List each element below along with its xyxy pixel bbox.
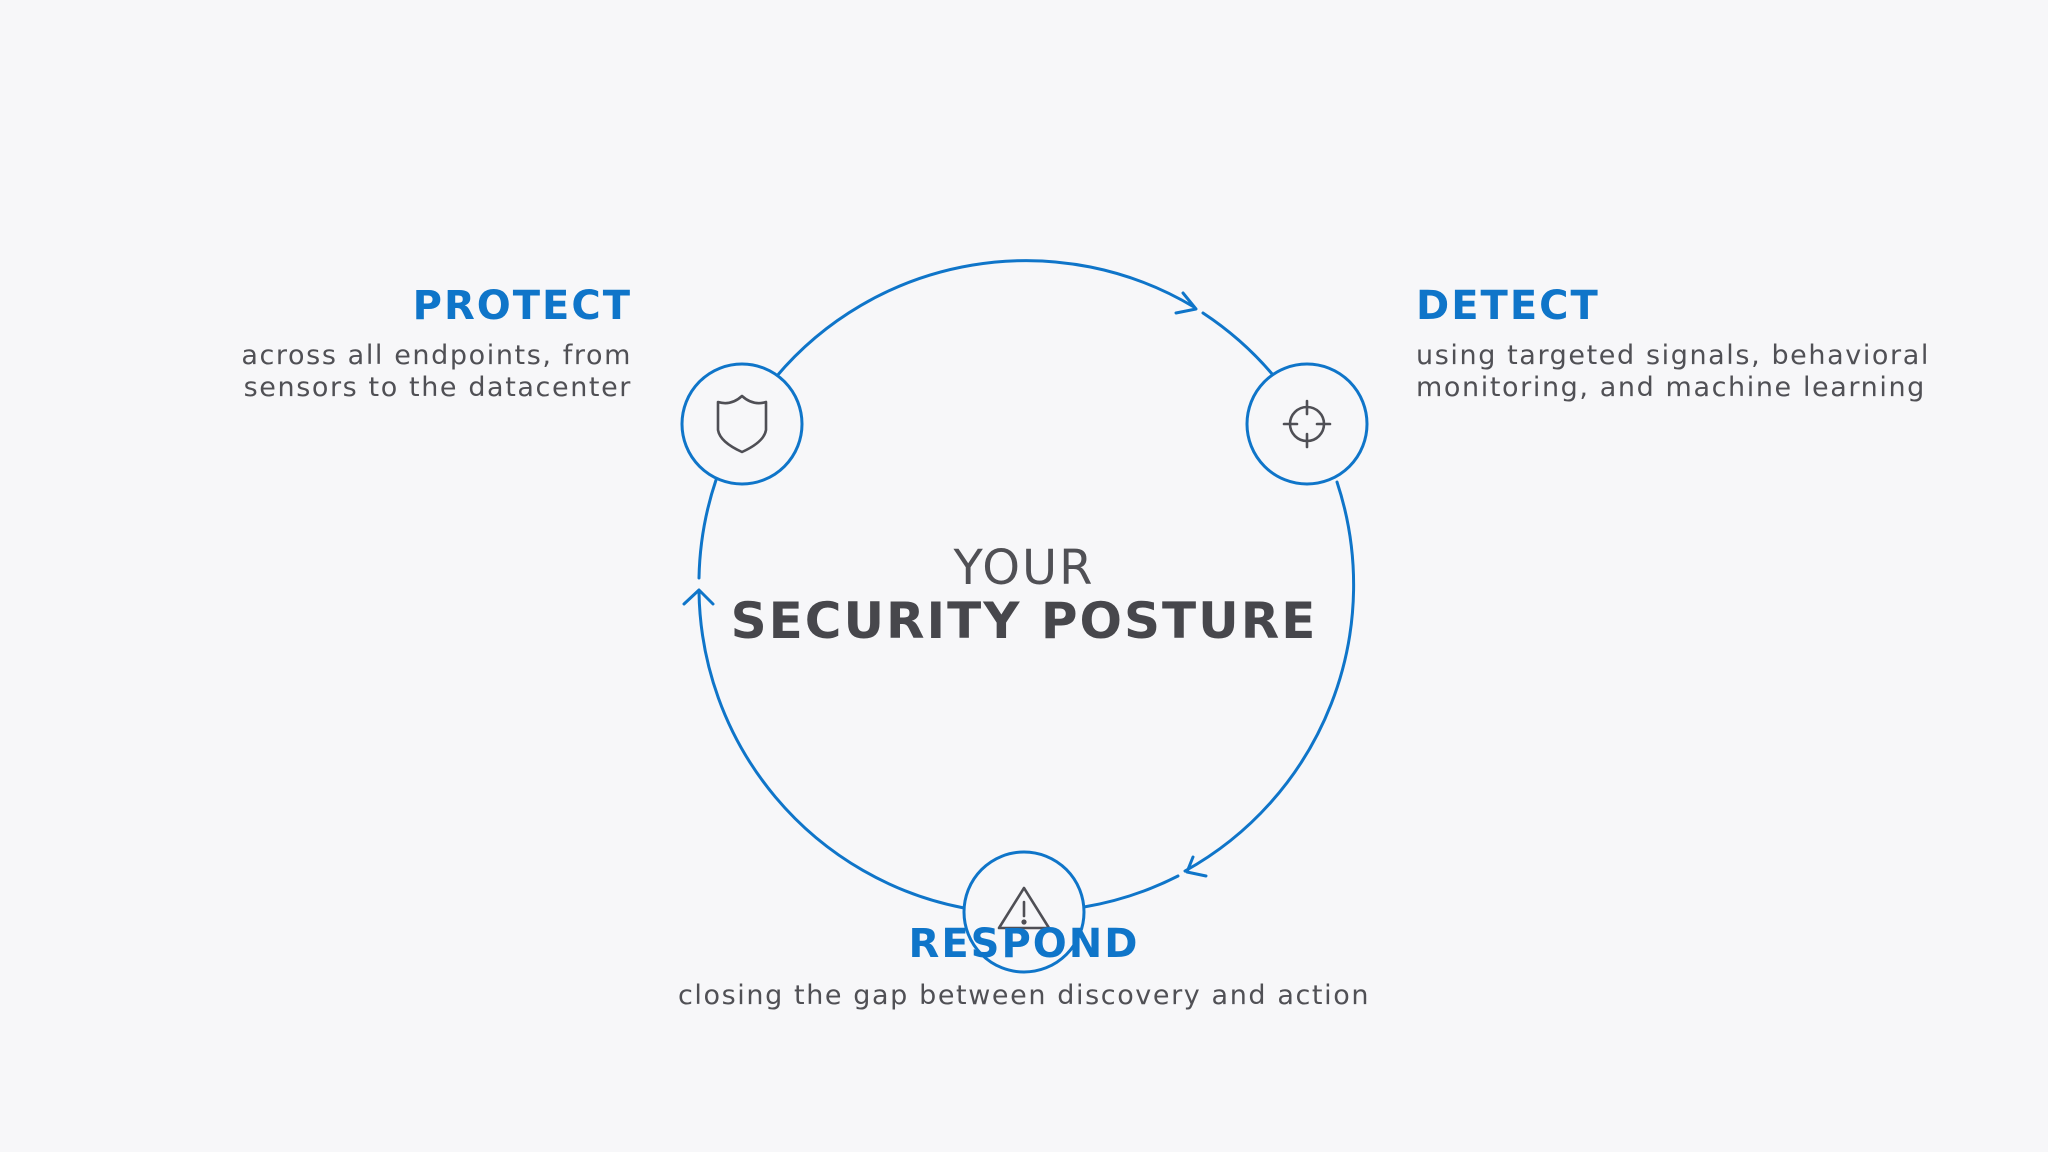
shield-icon xyxy=(716,394,768,454)
cycle-arc-top xyxy=(774,259,1196,379)
protect-node xyxy=(680,362,804,486)
warning-icon xyxy=(997,886,1051,930)
crosshair-icon xyxy=(1282,399,1332,449)
protect-description-line: across all endpoints, from xyxy=(241,340,632,371)
cycle-arc-top-right xyxy=(1201,311,1275,377)
respond-title: RESPOND xyxy=(908,921,1140,967)
detect-description: using targeted signals, behavioral monit… xyxy=(1416,340,1930,404)
protect-description: across all endpoints, from sensors to th… xyxy=(241,340,632,404)
arrow-head-bottom-right xyxy=(1185,855,1208,878)
detect-description-line: monitoring, and machine learning xyxy=(1416,372,1926,403)
arrow-head-top-right xyxy=(1174,291,1198,315)
cycle-arc-bottom-left xyxy=(697,590,966,910)
detect-title: DETECT xyxy=(1416,283,1600,329)
cycle-arc-left xyxy=(697,478,718,580)
cycle-arc-bottom-right xyxy=(1082,874,1180,909)
protect-description-line: sensors to the datacenter xyxy=(243,372,632,403)
center-title-line1: YOUR xyxy=(953,540,1095,596)
respond-description: closing the gap between discovery and ac… xyxy=(677,980,1371,1011)
center-title-line2: SECURITY POSTURE xyxy=(730,592,1318,650)
protect-title: PROTECT xyxy=(412,283,632,329)
arrow-head-left xyxy=(682,588,715,606)
detect-node xyxy=(1245,362,1369,486)
detect-description-line: using targeted signals, behavioral xyxy=(1416,340,1930,371)
cycle-arc-right xyxy=(1183,480,1356,873)
